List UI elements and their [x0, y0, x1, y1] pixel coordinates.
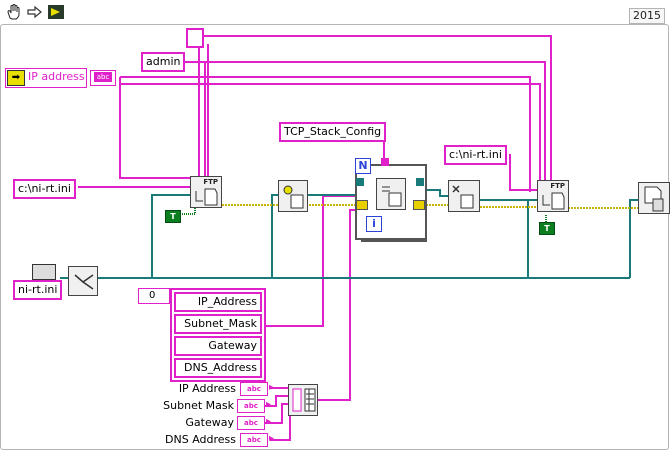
write-key-node[interactable]: [376, 178, 406, 210]
string-wire: [318, 209, 357, 401]
shift-register-left-icon: [356, 200, 368, 210]
dns-address-terminal[interactable]: abc: [240, 433, 274, 447]
arrow-right-icon[interactable]: [25, 3, 45, 21]
refnum-wire: [426, 189, 448, 197]
boolean-true-constant-right[interactable]: T: [539, 222, 555, 235]
tree-icon: [74, 274, 94, 290]
string-wire: [182, 61, 546, 180]
dns-address-control-label: DNS Address: [165, 433, 236, 446]
refnum-wire: [629, 199, 640, 278]
tunnel-icon: [356, 178, 364, 186]
build-array-icon: [292, 388, 316, 412]
ip-address-control[interactable]: ➡ IP address: [5, 68, 87, 88]
empty-string-constant[interactable]: [186, 28, 204, 48]
loop-iteration-terminal: i: [366, 216, 382, 232]
array-index-display[interactable]: 0: [138, 288, 170, 304]
loop-shadow: [361, 170, 427, 242]
tunnel-icon: [416, 178, 424, 186]
refnum-wire: [271, 194, 278, 278]
shift-register-right-icon: [413, 200, 425, 210]
loop-count-terminal[interactable]: N: [355, 158, 371, 174]
tcp-stack-config-constant[interactable]: TCP_Stack_Config: [279, 122, 387, 142]
array-element: DNS_Address: [174, 358, 262, 378]
string-terminal-icon: abc: [94, 72, 112, 82]
ini-file-name-constant[interactable]: ni-rt.ini: [13, 280, 63, 300]
config-open-icon: [283, 185, 304, 209]
delete-file-node[interactable]: [638, 182, 670, 214]
ip-address-label: IP address: [28, 70, 85, 83]
hand-tool-icon[interactable]: [4, 3, 24, 21]
string-wire: [182, 61, 206, 178]
admin-constant[interactable]: admin: [141, 52, 186, 72]
control-terminal-icon: ➡: [7, 70, 25, 86]
refnum-wire: [151, 194, 190, 278]
key-array-constant[interactable]: IP_Address Subnet_Mask Gateway DNS_Addre…: [170, 288, 266, 382]
string-wire: [120, 83, 541, 185]
run-arrow-icon[interactable]: [46, 3, 66, 21]
tunnel-icon: [381, 158, 389, 166]
array-element: Gateway: [174, 336, 262, 356]
ftp-put-node[interactable]: FTP: [537, 180, 569, 212]
array-index: 0: [149, 290, 156, 301]
subnet-mask-control-label: Subnet Mask: [163, 399, 234, 412]
ftp-get-node[interactable]: FTP: [190, 176, 222, 208]
string-wire: [119, 77, 190, 179]
ip-address-terminal[interactable]: abc: [240, 382, 274, 396]
string-wire: [509, 154, 540, 191]
string-wire: [265, 195, 355, 327]
version-badge: 2015: [629, 8, 665, 24]
folder-icon: [32, 264, 56, 280]
refnum-wire: [527, 199, 537, 278]
config-write-icon: [382, 186, 402, 207]
config-close-icon: [452, 185, 474, 209]
array-element: Subnet_Mask: [174, 314, 262, 334]
gateway-terminal[interactable]: abc: [237, 416, 271, 430]
file-icon: [542, 192, 565, 210]
boolean-true-constant-left[interactable]: T: [165, 210, 181, 223]
build-path-node[interactable]: [68, 266, 98, 296]
string-wire: [270, 412, 291, 441]
gateway-control-label: Gateway: [185, 416, 234, 429]
ini-path-left-constant[interactable]: c:\ni-rt.ini: [13, 179, 76, 199]
open-config-node[interactable]: [278, 180, 308, 212]
block-diagram: [0, 24, 669, 450]
build-array-node[interactable]: [288, 384, 318, 416]
array-element: IP_Address: [174, 292, 262, 312]
ini-path-right-constant[interactable]: c:\ni-rt.ini: [444, 145, 507, 165]
boolean-wire: [180, 204, 196, 215]
close-config-node[interactable]: [448, 180, 480, 212]
string-wire: [120, 76, 531, 192]
ip-address-control-label: IP Address: [178, 382, 236, 395]
subnet-mask-terminal[interactable]: abc: [237, 399, 271, 413]
trash-icon: [644, 186, 664, 212]
string-wire: [199, 35, 552, 180]
file-icon: [195, 188, 218, 206]
